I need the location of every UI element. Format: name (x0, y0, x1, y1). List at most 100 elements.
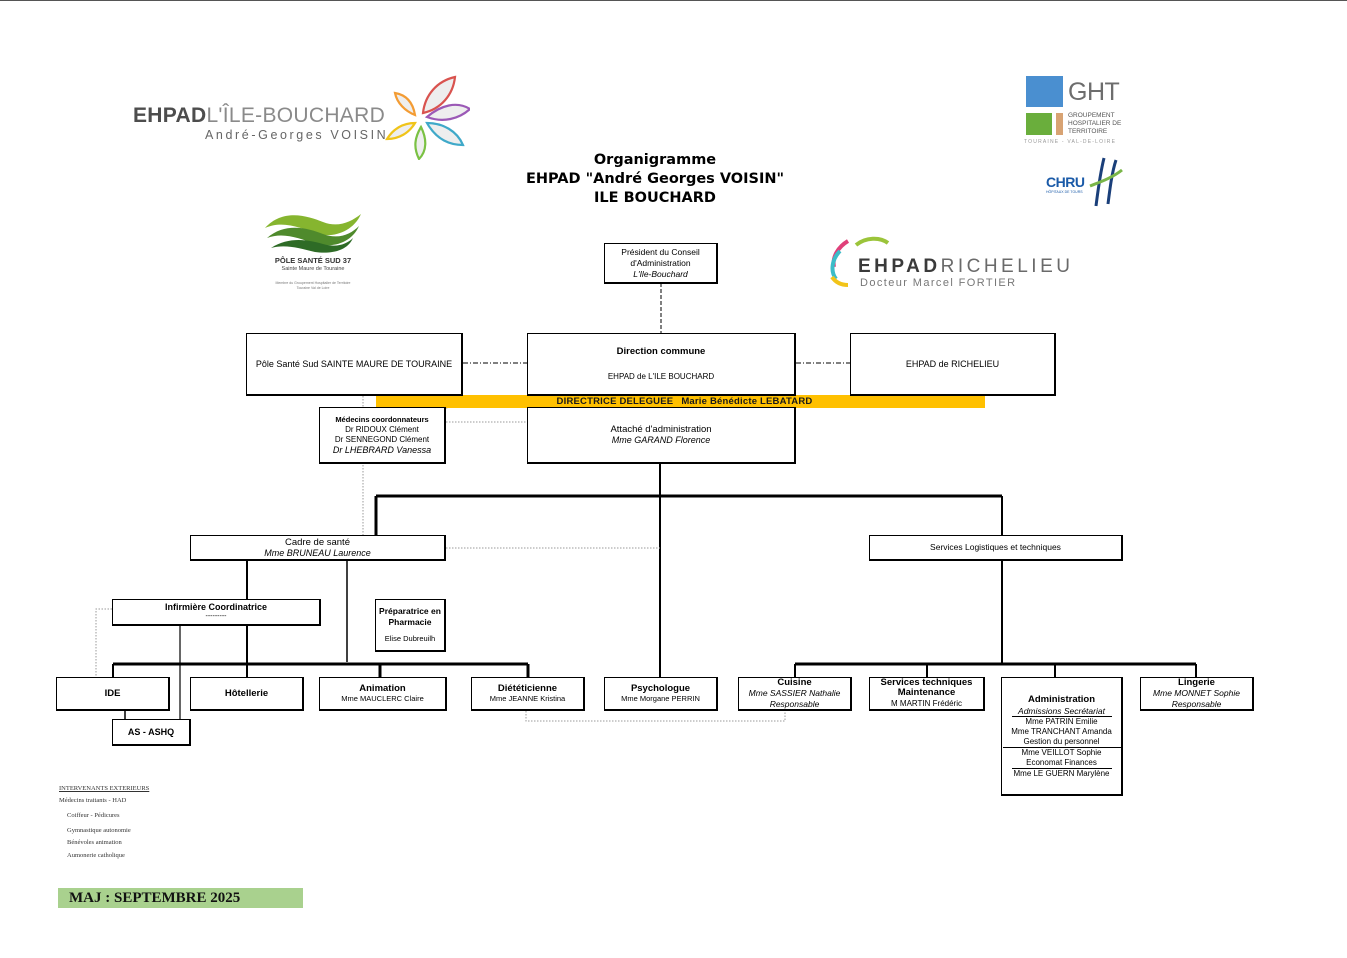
node-text: Admissions Secrétariat (1011, 706, 1112, 717)
node-text: Attaché d'administration (610, 424, 712, 435)
update-date: MAJ : SEPTEMBRE 2025 (69, 890, 241, 906)
text-label: HÔPITAUX DE TOURS (1046, 190, 1083, 194)
node-as-ashq[interactable]: AS - ASHQ (112, 719, 191, 746)
node-ide[interactable]: IDE (56, 677, 170, 711)
update-banner: MAJ : SEPTEMBRE 2025 (58, 888, 303, 908)
node-administration[interactable]: Administration Admissions Secrétariat Mm… (1001, 677, 1123, 796)
node-text: Mme MONNET Sophie (1153, 688, 1240, 699)
node-text: Pôle Santé Sud SAINTE MAURE DE TOURAINE (255, 358, 453, 369)
text-label: André-Georges VOISIN (205, 128, 389, 142)
node-text: Mme JEANNE Kristina (489, 693, 566, 703)
node-text: Diététicienne (497, 682, 558, 694)
logo-ehpad-richelieu: EHPADRICHELIEU Docteur Marcel FORTIER (826, 233, 1111, 293)
node-text: Psychologue (630, 682, 691, 694)
node-text: Mme MAUCLERC Claire (341, 693, 424, 703)
intervenant-item: Gymnastique autonomie (67, 827, 131, 834)
node-text: Mme Morgane PERRIN (621, 693, 700, 703)
node-text: Dr SENNEGOND Clément (334, 435, 430, 444)
text-label: EHPAD (133, 104, 207, 127)
node-text: Président du Conseil (621, 246, 700, 257)
node-text: EHPAD de RICHELIEU (905, 358, 1000, 369)
ght-green-square (1026, 113, 1052, 135)
node-lingerie[interactable]: Lingerie Mme MONNET Sophie Responsable (1140, 677, 1254, 711)
node-text: Elise Dubreuilh (384, 634, 436, 643)
node-medecins-coordonnateurs[interactable]: Médecins coordonnateurs Dr RIDOUX Clémen… (319, 407, 446, 464)
intervenant-item: Aumonerie catholique (67, 852, 125, 859)
node-text: AS - ASHQ (127, 726, 175, 737)
ght-tan-bar (1056, 113, 1063, 135)
node-direction-commune[interactable]: Direction commune EHPAD de L'ILE BOUCHAR… (527, 333, 796, 396)
node-text: Mme TRANCHANT Amanda (1011, 727, 1112, 736)
text-label: Docteur Marcel FORTIER (860, 277, 1017, 289)
text-label: EHPAD (858, 256, 941, 277)
text-label: TERRITOIRE (1068, 128, 1108, 135)
node-text: Cuisine (777, 676, 812, 688)
node-hotellerie[interactable]: Hôtellerie (190, 677, 304, 711)
text-label: TOURAINE - VAL-DE-LOIRE (1024, 139, 1117, 145)
node-text: Direction commune (616, 346, 706, 357)
node-dieteticienne[interactable]: Diététicienne Mme JEANNE Kristina (471, 677, 585, 711)
dotted-dieteticienne-cuisine (525, 711, 786, 722)
flower-logo-icon (385, 75, 470, 160)
text-label: Organigramme (593, 152, 717, 168)
text-label: L'ÎLE-BOUCHARD (206, 104, 386, 127)
node-text: Pharmacie (388, 617, 432, 627)
node-services-techniques[interactable]: Services techniques Maintenance M MARTIN… (869, 677, 985, 711)
text-label: PÔLE SANTÉ SUD 37 (274, 256, 352, 265)
node-text: Mme GARAND Florence (611, 435, 711, 445)
node-text: EHPAD de L'ILE BOUCHARD (607, 372, 715, 381)
node-text: Administration (1027, 694, 1096, 705)
node-infirmiere-coordinatrice[interactable]: Infirmière Coordinatrice --------- (112, 599, 321, 626)
text-label: CHRU (1046, 174, 1085, 190)
text-label: Touraine Val de Loire (296, 286, 330, 290)
node-text: Mme BRUNEAU Laurence (264, 547, 371, 558)
logo-ehpad-ile-bouchard: EHPADL'ÎLE-BOUCHARD André-Georges VOISIN (130, 75, 470, 165)
page-title: Organigramme EHPAD "André Georges VOISIN… (480, 151, 830, 208)
node-pole-sante-sud[interactable]: Pôle Santé Sud SAINTE MAURE DE TOURAINE (246, 333, 463, 396)
node-text: Economat Finances (1011, 758, 1112, 769)
chru-h-icon (1089, 157, 1123, 207)
node-text: Animation (359, 682, 406, 694)
intervenant-item: Médecins traitants - HAD (59, 797, 127, 804)
node-text: Lingerie (1178, 676, 1215, 688)
logo-chru: CHRU HÔPITAUX DE TOURS (1044, 156, 1129, 208)
text-label: RICHELIEU (940, 256, 1074, 277)
node-animation[interactable]: Animation Mme MAUCLERC Claire (319, 677, 447, 711)
node-text: Médecins coordonnateurs (335, 415, 429, 424)
page-top-border (0, 0, 1347, 1)
text-label: Membre du Groupement Hospitalier de Terr… (275, 281, 351, 285)
node-president[interactable]: Président du Conseil d'Administration L'… (604, 243, 718, 284)
node-text: Services Logistiques et techniques (930, 542, 1061, 552)
node-text: Mme LE GUERN Marylène (1013, 769, 1110, 778)
node-text: Gestion du personnel (1002, 737, 1121, 748)
node-text: --------- (205, 613, 227, 620)
directrice-name: Marie Bénédicte LEBATARD (681, 396, 813, 407)
text-label: EHPAD "André Georges VOISIN" (525, 171, 785, 187)
node-preparatrice-pharmacie[interactable]: Préparatrice en Pharmacie Elise Dubreuil… (375, 599, 446, 652)
node-cuisine[interactable]: Cuisine Mme SASSIER Nathalie Responsable (738, 677, 852, 711)
node-text: Dr RIDOUX Clément (345, 425, 419, 434)
intervenant-item: Coiffeur - Pédicures (67, 812, 120, 819)
node-text: IDE (104, 688, 121, 699)
node-text: Maintenance (897, 687, 956, 699)
green-wave-icon (265, 214, 361, 253)
text-label: ILE BOUCHARD (594, 190, 716, 206)
node-cadre-sante[interactable]: Cadre de santé Mme BRUNEAU Laurence (190, 535, 446, 561)
directrice-band: DIRECTRICE DELEGUEE Marie Bénédicte LEBAT… (376, 395, 985, 408)
node-attache-administration[interactable]: Attaché d'administration Mme GARAND Flor… (527, 407, 796, 464)
node-text: Mme SASSIER Nathalie (748, 688, 841, 699)
node-text: Hôtellerie (224, 688, 269, 699)
node-text: Mme PATRIN Emilie (1025, 717, 1098, 726)
node-text: Infirmière Coordinatrice (164, 602, 268, 612)
node-text: Mme VEILLOT Sophie (1021, 748, 1102, 757)
node-text: L'Ile-Bouchard (633, 268, 688, 279)
node-services-logistiques[interactable]: Services Logistiques et techniques (869, 535, 1123, 561)
node-text: Responsable (1171, 698, 1222, 709)
text-label: GROUPEMENT (1068, 112, 1115, 119)
node-ehpad-richelieu[interactable]: EHPAD de RICHELIEU (850, 333, 1056, 396)
directrice-role: DIRECTRICE DELEGUEE (556, 396, 674, 407)
text-label: GHT (1068, 78, 1120, 106)
node-psychologue[interactable]: Psychologue Mme Morgane PERRIN (604, 677, 718, 711)
node-text: Préparatrice en (379, 606, 441, 616)
